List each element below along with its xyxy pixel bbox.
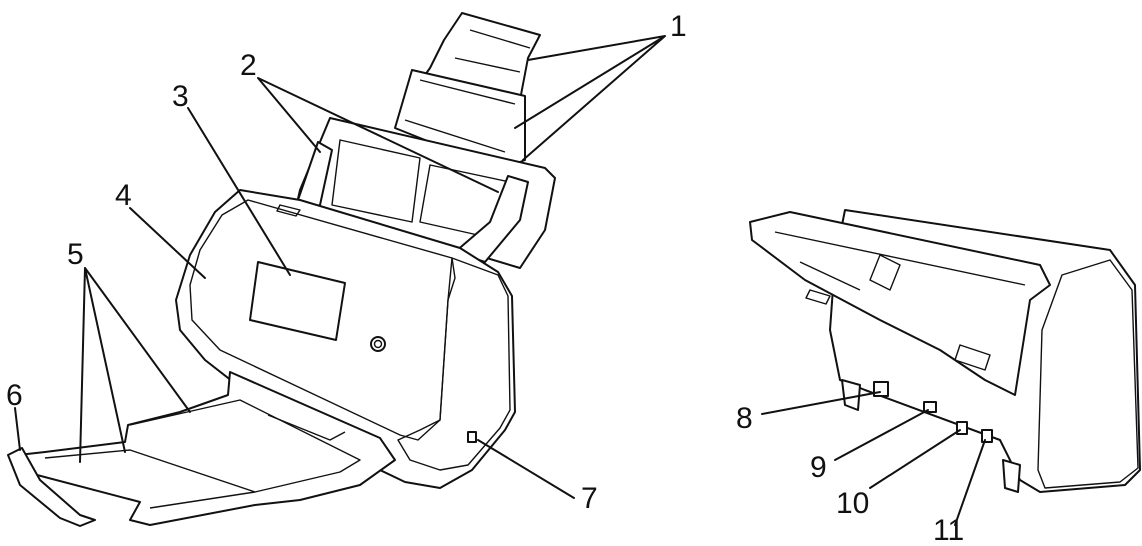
callout-number-11: 11	[933, 514, 964, 546]
callout-number-6: 6	[6, 379, 23, 412]
touchscreen-lcd	[249, 261, 346, 341]
callout-number-5: 5	[67, 238, 84, 271]
usb-port-rear	[923, 401, 937, 413]
usb-port-front	[467, 431, 477, 443]
rear-adf-support	[749, 211, 1051, 396]
scanner-front-view	[7, 12, 666, 527]
callout-numbers: 1 2 3 4 5 6 7 8 9 10 11	[6, 10, 964, 546]
callout-number-1: 1	[670, 10, 687, 43]
rear-side-panel	[1037, 259, 1139, 489]
front-cover	[189, 199, 456, 441]
lan-port	[873, 381, 889, 397]
leader-lines-front	[14, 35, 666, 499]
leader-lines-rear	[761, 391, 986, 526]
callout-number-3: 3	[172, 80, 189, 113]
callout-number-7: 7	[581, 482, 598, 515]
side-panel	[397, 257, 511, 471]
callout-number-8: 8	[736, 402, 753, 435]
callout-number-10: 10	[836, 487, 869, 520]
usb-port-accessory	[956, 421, 968, 435]
callout-number-2: 2	[240, 49, 257, 82]
callout-number-9: 9	[810, 451, 827, 484]
output-tray	[17, 371, 396, 526]
power-button	[370, 336, 386, 352]
output-paper-stopper	[7, 447, 96, 527]
scanner-rear-view	[749, 209, 1141, 526]
paper-guide-right	[454, 175, 529, 263]
power-connector	[981, 429, 993, 443]
callout-number-4: 4	[115, 179, 132, 212]
